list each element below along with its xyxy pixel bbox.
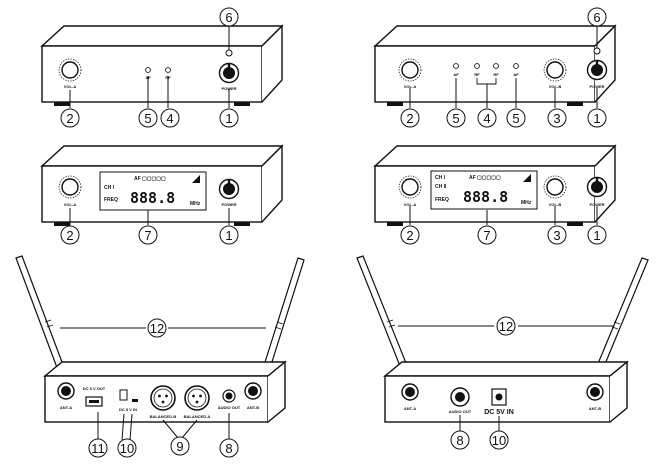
callout-9: 9 bbox=[176, 439, 183, 454]
ant-b-label: ANT-B bbox=[247, 405, 259, 410]
receiver-front-lcd-single: AF ▢▢▢▢▢ CH I FREQ 888.8 MHz VOL-A POWER bbox=[41, 145, 283, 227]
audio-out-label-2: AUDIO OUT bbox=[449, 409, 472, 414]
callout-2-c: 2 bbox=[66, 228, 73, 243]
ant-b-label-2: ANT-B bbox=[589, 406, 601, 411]
receiver-front-single-led: VOL-A AF RF POWER bbox=[41, 25, 283, 107]
callout-4-b: 4 bbox=[483, 111, 490, 126]
balanced-a-label: BALANCED-A bbox=[184, 414, 211, 419]
lcd-ch1: CH I bbox=[104, 185, 115, 191]
lcd-unit: MHz bbox=[190, 201, 201, 207]
callout-1-c: 1 bbox=[225, 228, 232, 243]
lcd-af-row: AF ▢▢▢▢▢ bbox=[134, 176, 166, 182]
power-label-4: POWER bbox=[589, 202, 604, 207]
callouts-bottom-left bbox=[60, 318, 266, 458]
callout-2-d: 2 bbox=[406, 228, 413, 243]
dc-in-label-large: DC 5V IN bbox=[484, 409, 514, 416]
lcd-freq-b: FREQ bbox=[435, 197, 449, 203]
dc-in-label: DC 5 V IN bbox=[119, 407, 137, 412]
receiver-rear-left: DC 5 V OUT DC 5 V IN BALANCED-B BALANCED… bbox=[15, 255, 305, 423]
callout-12: 12 bbox=[150, 321, 164, 336]
callout-6-b: 6 bbox=[593, 10, 600, 25]
callout-1-d: 1 bbox=[593, 228, 600, 243]
af-label-a: AF bbox=[453, 72, 459, 77]
callout-4: 4 bbox=[166, 111, 173, 126]
receiver-front-lcd-dual: CH I CH II AF ▢▢▢▢▢ FREQ 888.8 MHz VOL-A… bbox=[374, 145, 616, 227]
lcd-af-row-b: AF ▢▢▢▢▢ bbox=[469, 175, 501, 181]
callouts-bottom-right bbox=[398, 316, 614, 450]
dc-out-label: DC 5 V OUT bbox=[83, 386, 106, 391]
callout-12-b: 12 bbox=[499, 319, 513, 334]
lcd-digits-b: 888.8 bbox=[463, 188, 508, 206]
lcd-ch1-b: CH I bbox=[435, 175, 446, 181]
callout-3-b: 3 bbox=[553, 228, 560, 243]
callouts-mid-right bbox=[400, 206, 607, 245]
vol-a-label-3: VOL-A bbox=[64, 202, 77, 207]
lcd-digits: 888.8 bbox=[130, 189, 175, 207]
vol-b-label-2: VOL-B bbox=[549, 202, 562, 207]
antenna-a bbox=[15, 255, 69, 382]
callout-8-b: 8 bbox=[456, 433, 463, 448]
balanced-b-label: BALANCED-B bbox=[150, 414, 177, 419]
lcd-freq: FREQ bbox=[104, 197, 118, 203]
audio-out-label: AUDIO OUT bbox=[218, 405, 241, 410]
callout-2-b: 2 bbox=[406, 111, 413, 126]
af-label-b: AF bbox=[513, 72, 519, 77]
rf-label-a: RF bbox=[474, 72, 480, 77]
callouts-mid-left bbox=[60, 208, 239, 245]
callout-5-b: 5 bbox=[452, 111, 459, 126]
callout-7: 7 bbox=[144, 228, 151, 243]
callout-6: 6 bbox=[225, 10, 232, 25]
receiver-rear-right: AUDIO OUT DC 5V IN ANT-A ANT-B bbox=[356, 255, 649, 423]
rf-label-b: RF bbox=[493, 72, 499, 77]
callouts-top-left bbox=[60, 7, 239, 128]
power-label: POWER bbox=[221, 86, 236, 91]
lcd-ch2-b: CH II bbox=[435, 184, 447, 190]
callout-3: 3 bbox=[553, 111, 560, 126]
callout-8: 8 bbox=[225, 441, 232, 456]
receiver-front-dual-led: VOL-A VOL-B AF RF RF AF POWER bbox=[374, 25, 616, 107]
callout-1-b: 1 bbox=[593, 111, 600, 126]
callout-5-c: 5 bbox=[512, 111, 519, 126]
lcd-unit-b: MHz bbox=[521, 200, 532, 206]
callout-10-b: 10 bbox=[492, 433, 506, 448]
power-label-3: POWER bbox=[221, 202, 236, 207]
vol-a-label-2: VOL-A bbox=[404, 84, 417, 89]
callout-1: 1 bbox=[225, 111, 232, 126]
callout-2: 2 bbox=[66, 111, 73, 126]
callouts-top-right bbox=[400, 7, 607, 128]
callout-11: 11 bbox=[91, 441, 105, 456]
power-label-2: POWER bbox=[589, 84, 604, 89]
ant-a-label: ANT-A bbox=[60, 405, 72, 410]
vol-b-label: VOL-B bbox=[549, 84, 562, 89]
callout-7-b: 7 bbox=[483, 228, 490, 243]
callout-10: 10 bbox=[120, 441, 134, 456]
vol-a-label-4: VOL-A bbox=[404, 202, 417, 207]
vol-a-label: VOL-A bbox=[64, 84, 77, 89]
callout-5: 5 bbox=[144, 111, 151, 126]
ant-a-label-2: ANT-A bbox=[404, 406, 416, 411]
